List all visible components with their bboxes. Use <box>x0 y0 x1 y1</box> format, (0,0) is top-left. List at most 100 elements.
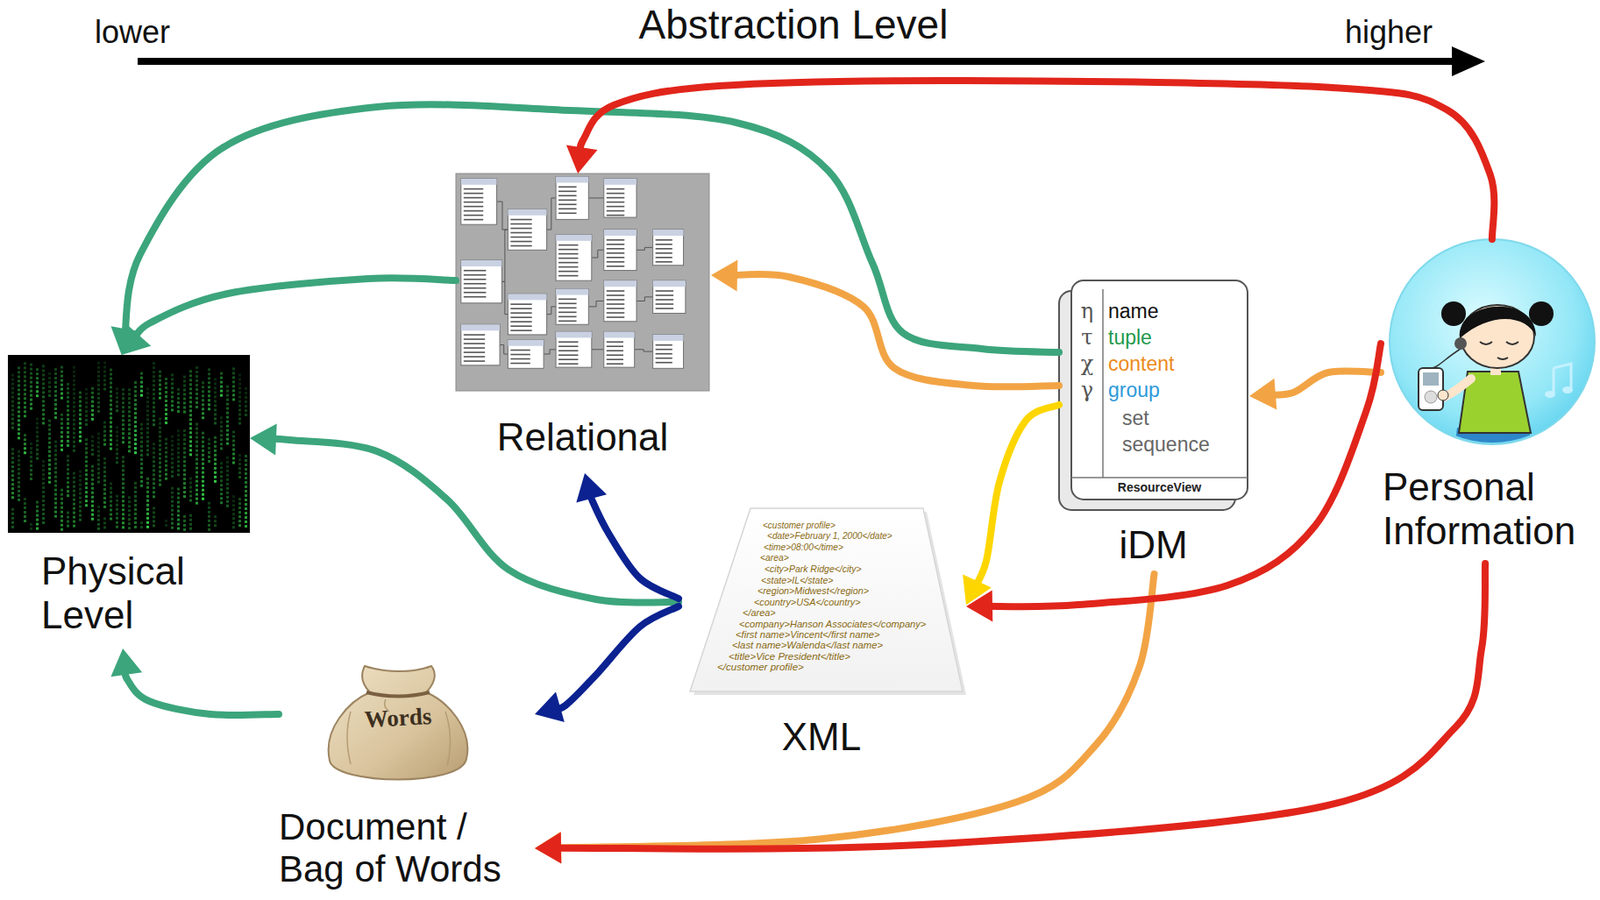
matrix-glyph <box>103 497 107 500</box>
table-field <box>510 358 530 361</box>
matrix-glyph <box>128 526 131 530</box>
matrix-glyph <box>195 462 199 466</box>
matrix-glyph <box>85 451 88 455</box>
matrix-glyph <box>146 504 150 507</box>
matrix-glyph <box>72 370 76 374</box>
matrix-glyph <box>91 413 94 417</box>
matrix-glyph <box>54 502 57 505</box>
matrix-glyph <box>213 524 217 527</box>
matrix-glyph <box>60 440 64 443</box>
matrix-glyph <box>78 400 82 404</box>
matrix-glyph <box>109 373 113 377</box>
table-header <box>653 229 684 236</box>
word-bag-part <box>328 666 469 781</box>
table-field <box>606 298 625 301</box>
matrix-glyph <box>177 464 180 468</box>
matrix-glyph <box>97 523 100 527</box>
matrix-glyph <box>66 468 70 471</box>
matrix-glyph <box>226 412 229 415</box>
matrix-glyph <box>170 444 174 448</box>
arrow-head <box>121 325 152 356</box>
matrix-glyph <box>66 405 70 408</box>
matrix-glyph <box>91 474 94 477</box>
matrix-glyph <box>121 401 125 405</box>
matrix-glyph <box>54 467 57 470</box>
matrix-glyph <box>97 384 100 387</box>
matrix-glyph <box>85 388 88 392</box>
matrix-glyph <box>29 469 33 472</box>
matrix-glyph <box>232 431 235 434</box>
matrix-glyph <box>23 519 27 523</box>
connector-line <box>981 343 1381 607</box>
table-field <box>510 354 530 356</box>
matrix-glyph <box>226 425 229 428</box>
matrix-glyph <box>213 471 217 475</box>
matrix-glyph <box>195 497 199 501</box>
connector-arrow <box>534 574 1155 864</box>
matrix-glyph <box>72 498 76 502</box>
matrix-glyph <box>85 447 88 450</box>
matrix-glyph <box>11 478 15 482</box>
matrix-glyph <box>85 495 88 498</box>
matrix-glyph <box>72 419 76 422</box>
matrix-glyph <box>220 447 223 450</box>
matrix-glyph <box>11 512 15 516</box>
matrix-glyph <box>232 526 235 529</box>
matrix-glyph <box>66 422 70 426</box>
matrix-glyph <box>244 476 248 480</box>
matrix-glyph <box>201 403 205 406</box>
matrix-glyph <box>189 422 192 426</box>
matrix-glyph <box>152 464 156 468</box>
matrix-glyph <box>11 452 15 456</box>
matrix-glyph <box>195 480 199 484</box>
matrix-glyph <box>140 440 143 444</box>
table-field <box>655 298 674 301</box>
table-field <box>606 192 625 195</box>
matrix-glyph <box>121 495 125 498</box>
matrix-glyph <box>121 517 125 520</box>
matrix-glyph <box>78 479 82 483</box>
table-link <box>588 301 604 307</box>
matrix-glyph <box>170 457 174 461</box>
matrix-glyph <box>146 526 150 529</box>
matrix-glyph <box>183 384 186 388</box>
matrix-glyph <box>146 413 150 417</box>
matrix-glyph <box>115 499 119 503</box>
matrix-glyph <box>207 398 211 402</box>
matrix-glyph <box>164 451 168 455</box>
matrix-glyph <box>85 486 88 490</box>
matrix-glyph <box>207 506 211 510</box>
table-field <box>463 274 487 277</box>
matrix-glyph <box>220 442 223 446</box>
matrix-glyph <box>17 423 21 427</box>
matrix-glyph <box>195 397 199 400</box>
matrix-glyph <box>189 514 192 518</box>
matrix-glyph <box>220 475 223 478</box>
matrix-glyph <box>244 405 248 408</box>
matrix-glyph <box>170 500 174 504</box>
table-field <box>463 351 485 354</box>
matrix-glyph <box>17 410 21 413</box>
matrix-glyph <box>134 447 137 450</box>
matrix-glyph <box>232 444 235 448</box>
matrix-glyph <box>17 436 21 440</box>
matrix-glyph <box>23 405 27 409</box>
table-field <box>558 358 578 361</box>
matrix-glyph <box>207 515 211 519</box>
table-header <box>507 209 547 216</box>
matrix-glyph <box>183 393 186 397</box>
matrix-glyph <box>103 421 107 425</box>
matrix-glyph <box>146 448 150 452</box>
matrix-glyph <box>11 413 15 417</box>
matrix-glyph <box>238 458 242 462</box>
matrix-glyph <box>146 391 150 395</box>
matrix-glyph <box>146 477 150 481</box>
matrix-glyph <box>103 526 107 529</box>
axis-title: Abstraction Level <box>569 1 1017 48</box>
matrix-glyph <box>195 493 199 497</box>
matrix-glyph <box>121 464 125 468</box>
matrix-glyph <box>238 374 242 377</box>
matrix-glyph <box>189 482 192 485</box>
matrix-glyph <box>213 458 217 462</box>
